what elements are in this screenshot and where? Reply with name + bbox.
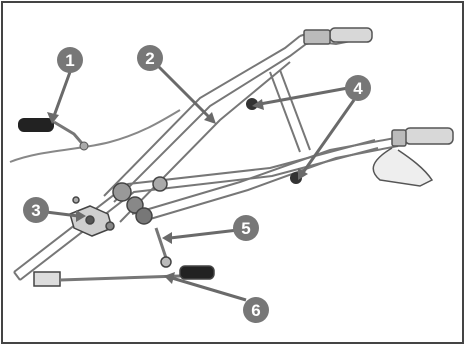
callout-6: 6 (243, 297, 269, 323)
callout-6-circle (243, 297, 269, 323)
callouts: 1 2 3 4 5 6 (23, 45, 371, 323)
callout-4-circle (345, 75, 371, 101)
control-cable (9, 109, 181, 163)
lower-grip (391, 127, 454, 147)
callout-1-circle (57, 47, 83, 73)
part-bolt (154, 227, 172, 268)
callout-1-label: 1 (65, 51, 74, 70)
callout-4-label: 4 (353, 79, 363, 98)
part-lever-rod (33, 265, 215, 287)
part-grip-handle (18, 118, 89, 151)
callout-2: 2 (137, 45, 163, 71)
callout-3-label: 3 (31, 201, 40, 220)
callout-5: 5 (233, 215, 259, 241)
pivot-cluster (112, 176, 168, 225)
callout-2-label: 2 (145, 49, 154, 68)
callout-3: 3 (23, 197, 49, 223)
leader-lines (45, 64, 356, 302)
callout-5-circle (233, 215, 259, 241)
callout-2-circle (137, 45, 163, 71)
callout-5-label: 5 (241, 219, 250, 238)
callout-3-circle (23, 197, 49, 223)
upper-grip (303, 27, 373, 45)
callout-4: 4 (345, 75, 371, 101)
brake-lever (372, 147, 434, 187)
callout-6-label: 6 (251, 301, 260, 320)
leader-arrowheads (47, 99, 308, 284)
callout-1: 1 (57, 47, 83, 73)
cross-strut (269, 69, 311, 153)
